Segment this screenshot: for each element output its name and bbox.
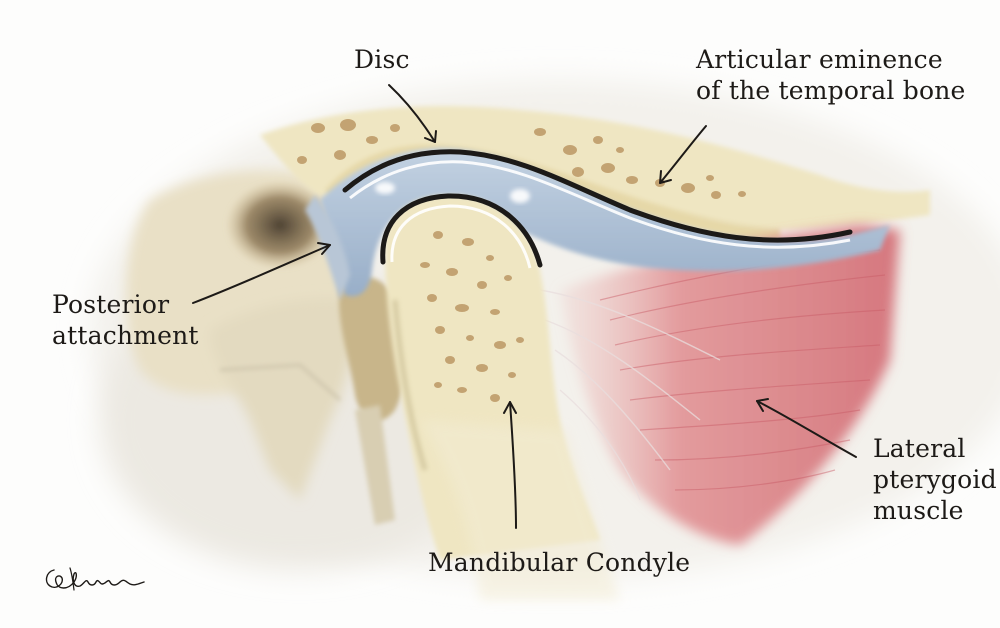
lateral-pterygoid-label: Lateral pterygoid muscle: [873, 433, 997, 526]
disc-label-text: Disc: [354, 44, 410, 75]
disc-label: Disc: [354, 44, 410, 75]
posterior-attachment-label: Posterior attachment: [52, 289, 199, 351]
posterior-attachment-label-line-2: attachment: [52, 320, 199, 351]
mandibular-condyle-label-text: Mandibular Condyle: [428, 547, 690, 578]
lateral-pterygoid-label-line-2: pterygoid: [873, 464, 997, 495]
lateral-pterygoid-label-line-1: Lateral: [873, 433, 997, 464]
articular-eminence-label: Articular eminence of the temporal bone: [696, 44, 966, 106]
posterior-attachment-label-line-1: Posterior: [52, 289, 199, 320]
lateral-pterygoid-label-line-3: muscle: [873, 495, 997, 526]
articular-eminence-label-line-2: of the temporal bone: [696, 75, 966, 106]
mandibular-condyle-label: Mandibular Condyle: [428, 547, 690, 578]
articular-eminence-label-line-1: Articular eminence: [696, 44, 966, 75]
artist-signature: [40, 560, 150, 600]
